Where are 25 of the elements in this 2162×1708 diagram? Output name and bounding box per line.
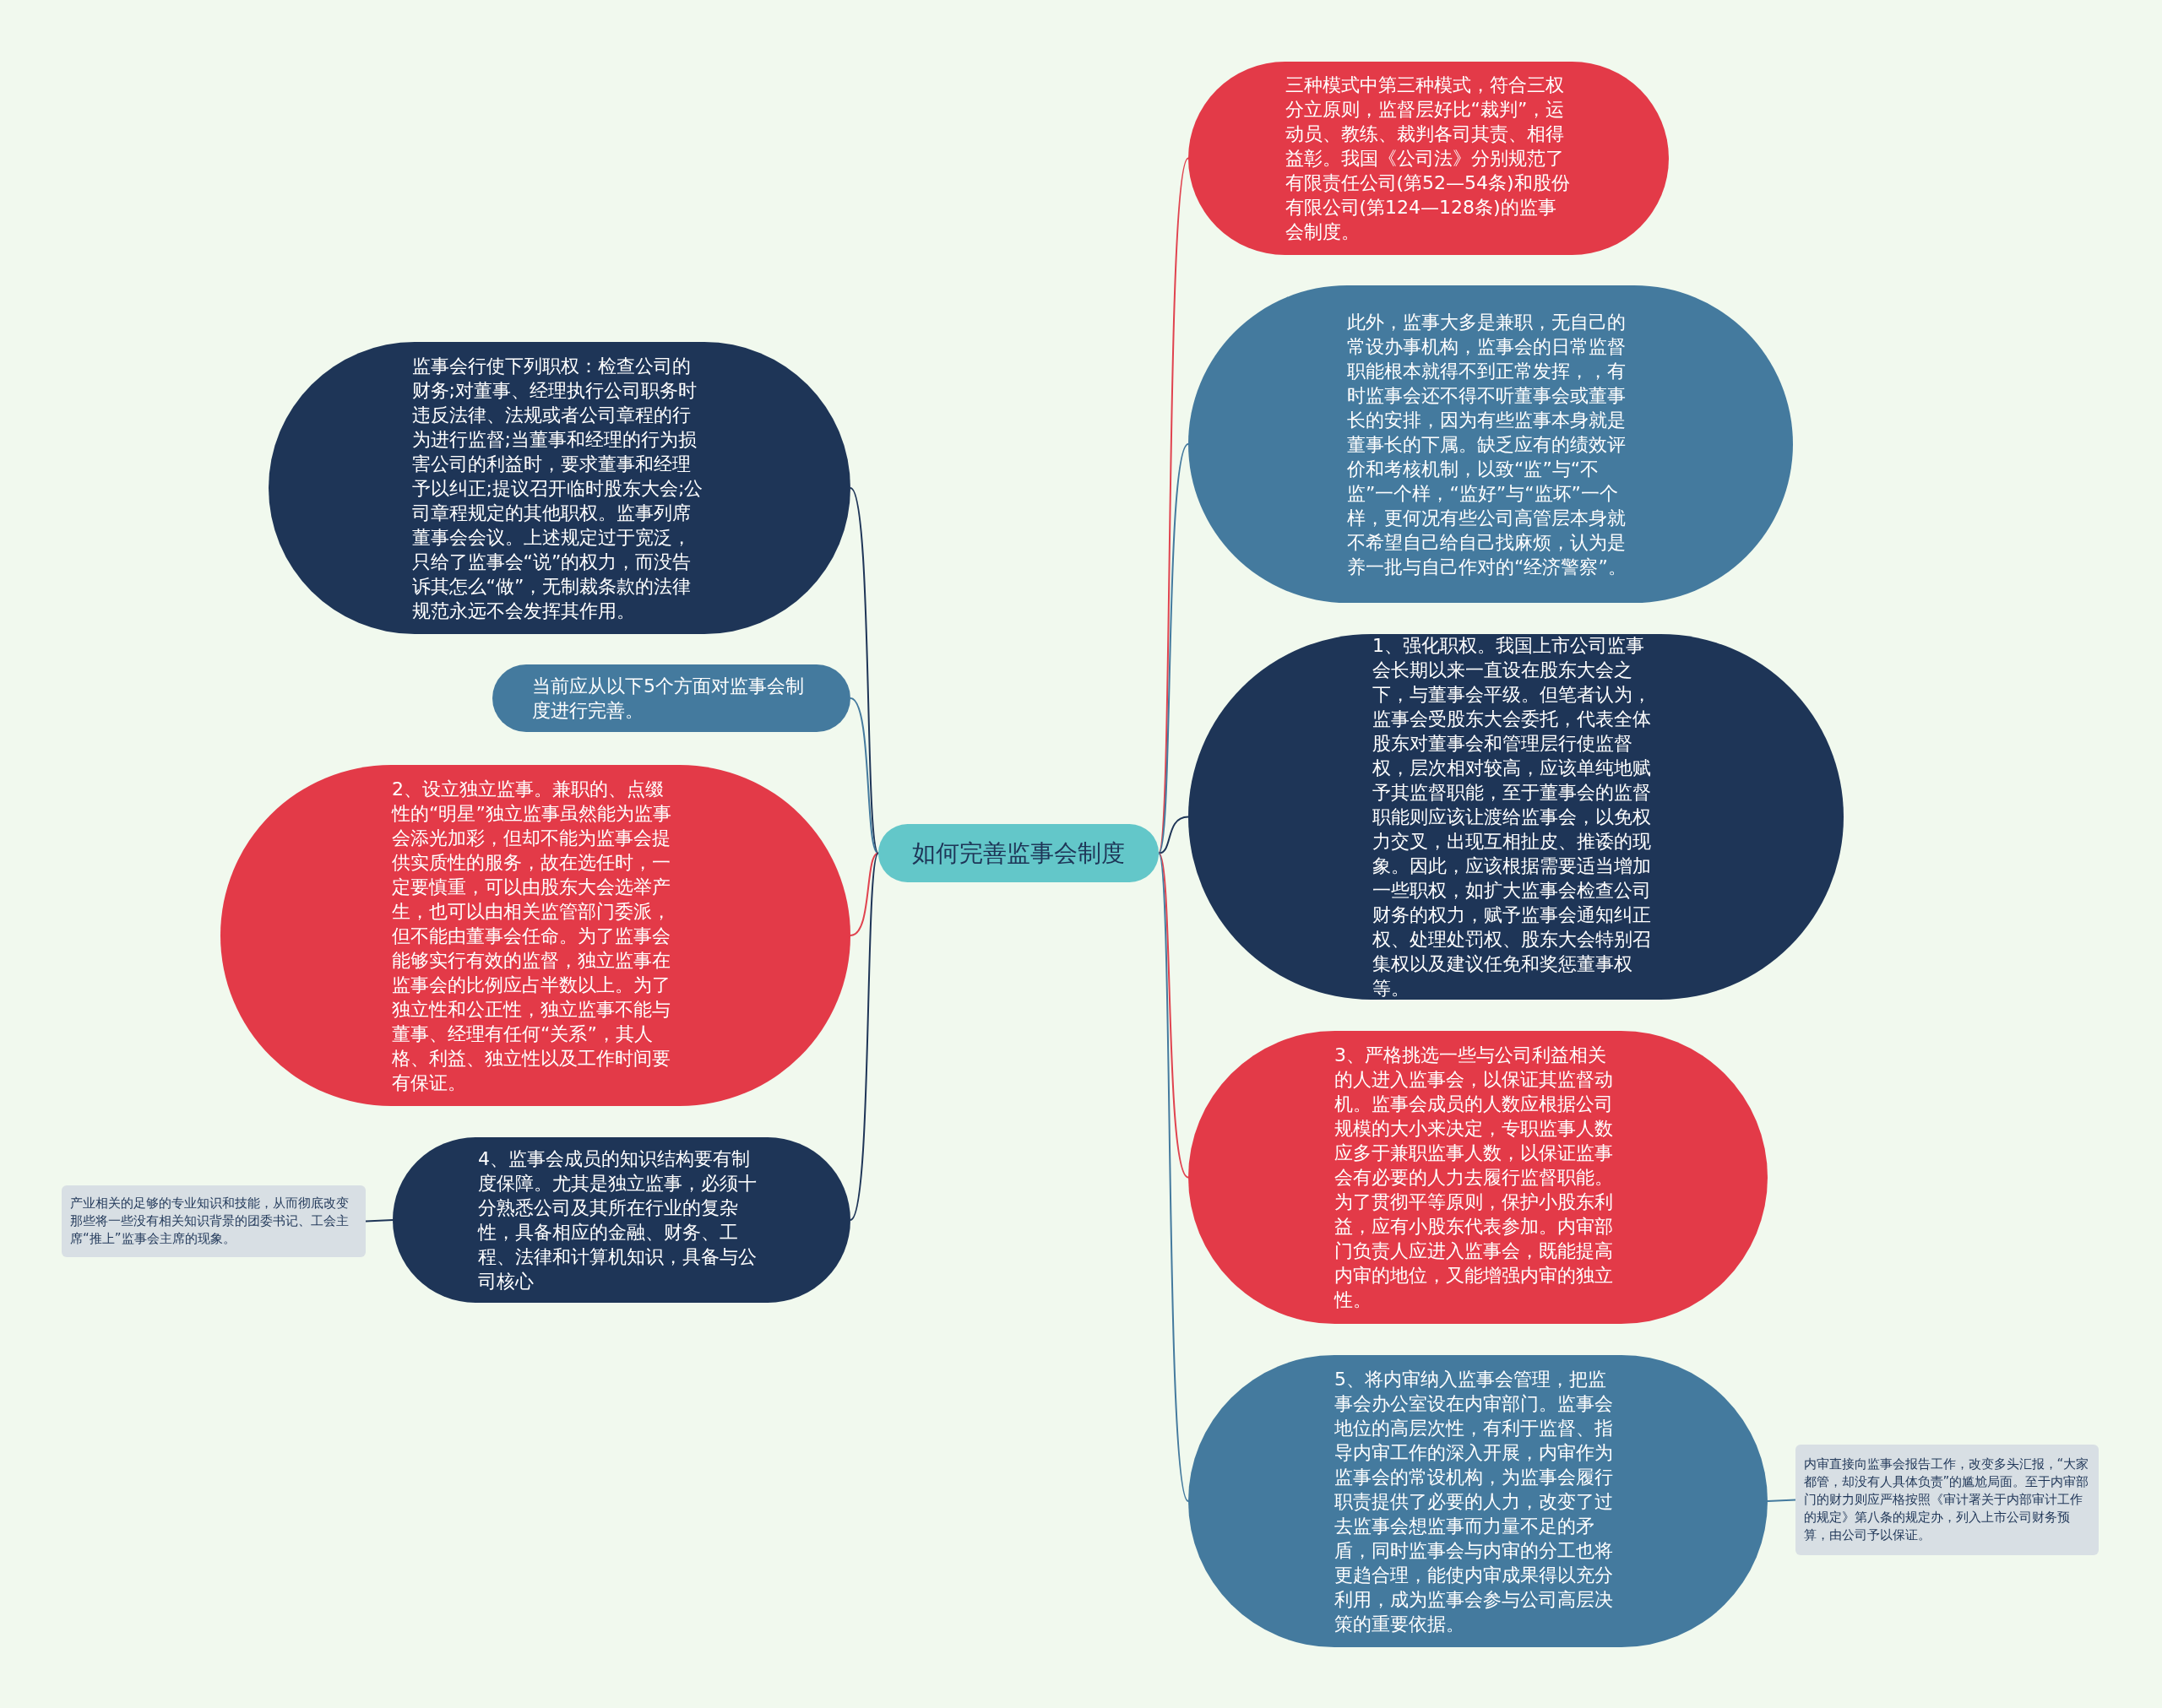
note-box: [62, 1185, 366, 1257]
connector-line: [850, 852, 879, 936]
node-text: 5、将内审纳入监事会管理，把监事会办公室设在内审部门。监事会地位的高层次性，有利于监督、指导内审工作的深入开展，内审作为监事会的常设机构，为监事会履行职责提供了必要的人力，改变了过去监事会想监事而力量不足的矛盾，同时监事会与内审的分工也将更趋合理，能使内审成果得以充分利用，成为监事会参与公司高层决策的重要依据。: [1334, 1367, 1614, 1636]
central-topic: [878, 824, 1159, 882]
node-text: 产业相关的足够的专业知识和技能，从而彻底改变那些将一些没有相关知识背景的团委书记、工会主席“推上”监事会主席的现象。: [70, 1195, 350, 1248]
connector-line: [1767, 1499, 1796, 1502]
connector-line: [1158, 852, 1189, 1179]
connector-line: [850, 852, 879, 1221]
node-text: 此外，监事大多是兼职，无自己的常设办事机构，监事会的日常监督职能根本就得不到正常发挥，，有时监事会还不得不听董事会或董事长的安排，因为有些监事本身就是董事长的下属。缺乏应有的绩效评价和考核机制，以致“监”与“不监”一个样，“监好”与“监坏”一个样，更何况有些公司高管层本身就不希望自己给自己找麻烦，认为是养一批与自己作对的“经济警察”。: [1347, 310, 1627, 579]
node-text: 内审直接向监事会报告工作，改变多头汇报，“大家都管，却没有人具体负责”的尴尬局面。至于内审部门的财力则应严格按照《审计署关于内部审计工作的规定》第八条的规定办，列入上市公司财务预算，由公司予以保证。: [1803, 1456, 2090, 1544]
node-text: 4、监事会成员的知识结构要有制度保障。尤其是独立监事，必须十分熟悉公司及其所在行业的复杂性，具备相应的金融、财务、工程、法律和计算机知识，具备与公司核心: [478, 1147, 758, 1293]
node-text: 三种模式中第三种模式，符合三权分立原则，监督层好比“裁判”，运动员、教练、裁判各司其责、相得益彰。我国《公司法》分别规范了有限责任公司(第52—54条)和股份有限公司(第124—128条)的监事会制度。: [1285, 73, 1571, 244]
node-text: 3、严格挑选一些与公司利益相关的人进入监事会，以保证其监督动机。监事会成员的人数应根据公司规模的大小来决定，专职监事人数应多于兼职监事人数，以保证监事会有必要的人力去履行监督职能。为了贯彻平等原则，保护小股东利益，应有小股东代表参加。内审部门负责人应进入监事会，既能提高内审的地位，又能增强内审的独立性。: [1334, 1044, 1614, 1312]
node-text: 2、设立独立监事。兼职的、点缀性的“明星”独立监事虽然能为监事会添光加彩，但却不能为监事会提供实质性的服务，故在选任时，一定要慎重，可以由股东大会选举产生，也可以由相关监管部门委派，但不能由董事会任命。为了监事会能够实行有效的监督，独立监事在监事会的比例应占半数以上。为了独立性和公正性，独立监事不能与董事、经理有任何“关系”，其人格、利益、独立性以及工作时间要有保证。: [392, 777, 672, 1095]
node-text: 当前应从以下5个方面对监事会制度进行完善。: [532, 675, 805, 723]
connector-line: [850, 487, 879, 854]
note-box: [1795, 1445, 2099, 1555]
connector-line: [850, 697, 879, 854]
connector-line: [365, 1219, 394, 1223]
node-text: 监事会行使下列职权：检查公司的财务;对董事、经理执行公司职务时违反法律、法规或者公司章程的行为进行监督;当董事和经理的行为损害公司的利益时，要求董事和经理予以纠正;提议召开临时股东大会;公司章程规定的其他职权。监事列席董事会会议。上述规定过于宽泛，只给了监事会“说”的权力，而没告诉其怎么“做”，无制裁条款的法律规范永远不会发挥其作用。: [411, 354, 704, 623]
connector-line: [1158, 816, 1189, 854]
connector-line: [1158, 852, 1189, 1502]
node-text: 1、强化职权。我国上市公司监事会长期以来一直设在股东大会之下，与董事会平级。但笔者认为，监事会受股东大会委托，代表全体股东对董事会和管理层行使监督权，层次相对较高，应该单纯地赋予其监督职能，至于董事会的监督职能则应该让渡给监事会，以免权力交叉，出现互相扯皮、推诿的现象。因此，应该根据需要适当增加一些职权，如扩大监事会检查公司财务的权力，赋予监事会通知纠正权、处理处罚权、股东大会特别召集权以及建议任免和奖惩董事权等。: [1372, 634, 1652, 1000]
connector-line: [1158, 443, 1189, 854]
node-text: 如何完善监事会制度: [911, 838, 1126, 868]
